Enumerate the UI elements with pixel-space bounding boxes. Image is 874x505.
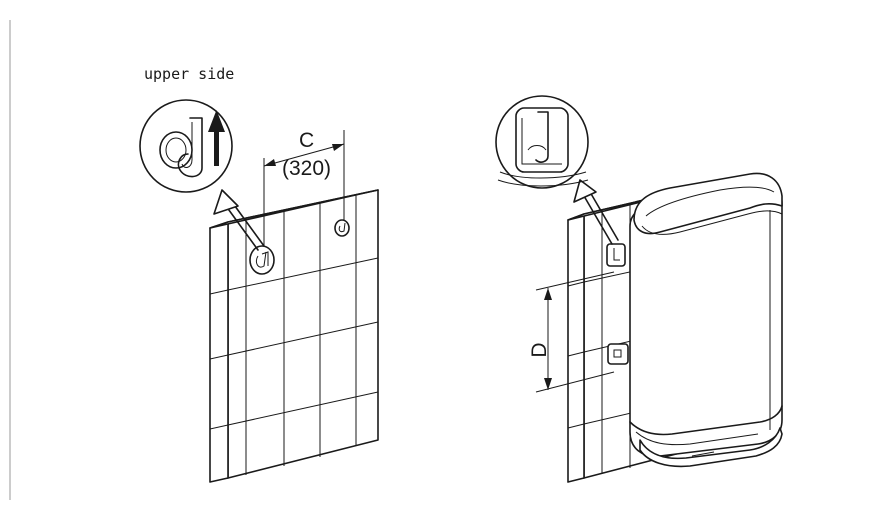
wall-bracket-left bbox=[249, 245, 275, 275]
upper-side-label: upper side bbox=[144, 65, 234, 83]
wall-bracket-right bbox=[334, 219, 350, 237]
leader-arrow-left bbox=[213, 189, 265, 251]
dimension-c-value: (320) bbox=[282, 157, 331, 180]
dimension-c-label: C bbox=[299, 129, 314, 152]
dimension-d-label: D bbox=[528, 342, 551, 357]
hook-detail-circle-right bbox=[495, 95, 589, 189]
wall-panel-left bbox=[209, 189, 379, 483]
left-wall-figure: upper side C (320) bbox=[139, 65, 379, 483]
leader-arrow-right bbox=[573, 179, 619, 245]
dimension-d bbox=[535, 271, 615, 393]
arrow-up-icon bbox=[208, 110, 225, 166]
water-heater-body bbox=[629, 172, 783, 468]
hook-detail-circle-left bbox=[139, 99, 233, 193]
dimension-c bbox=[263, 130, 345, 246]
right-mounted-figure: D bbox=[495, 95, 783, 483]
engaged-bracket-lower bbox=[607, 343, 629, 365]
engaged-bracket-upper bbox=[606, 243, 626, 267]
